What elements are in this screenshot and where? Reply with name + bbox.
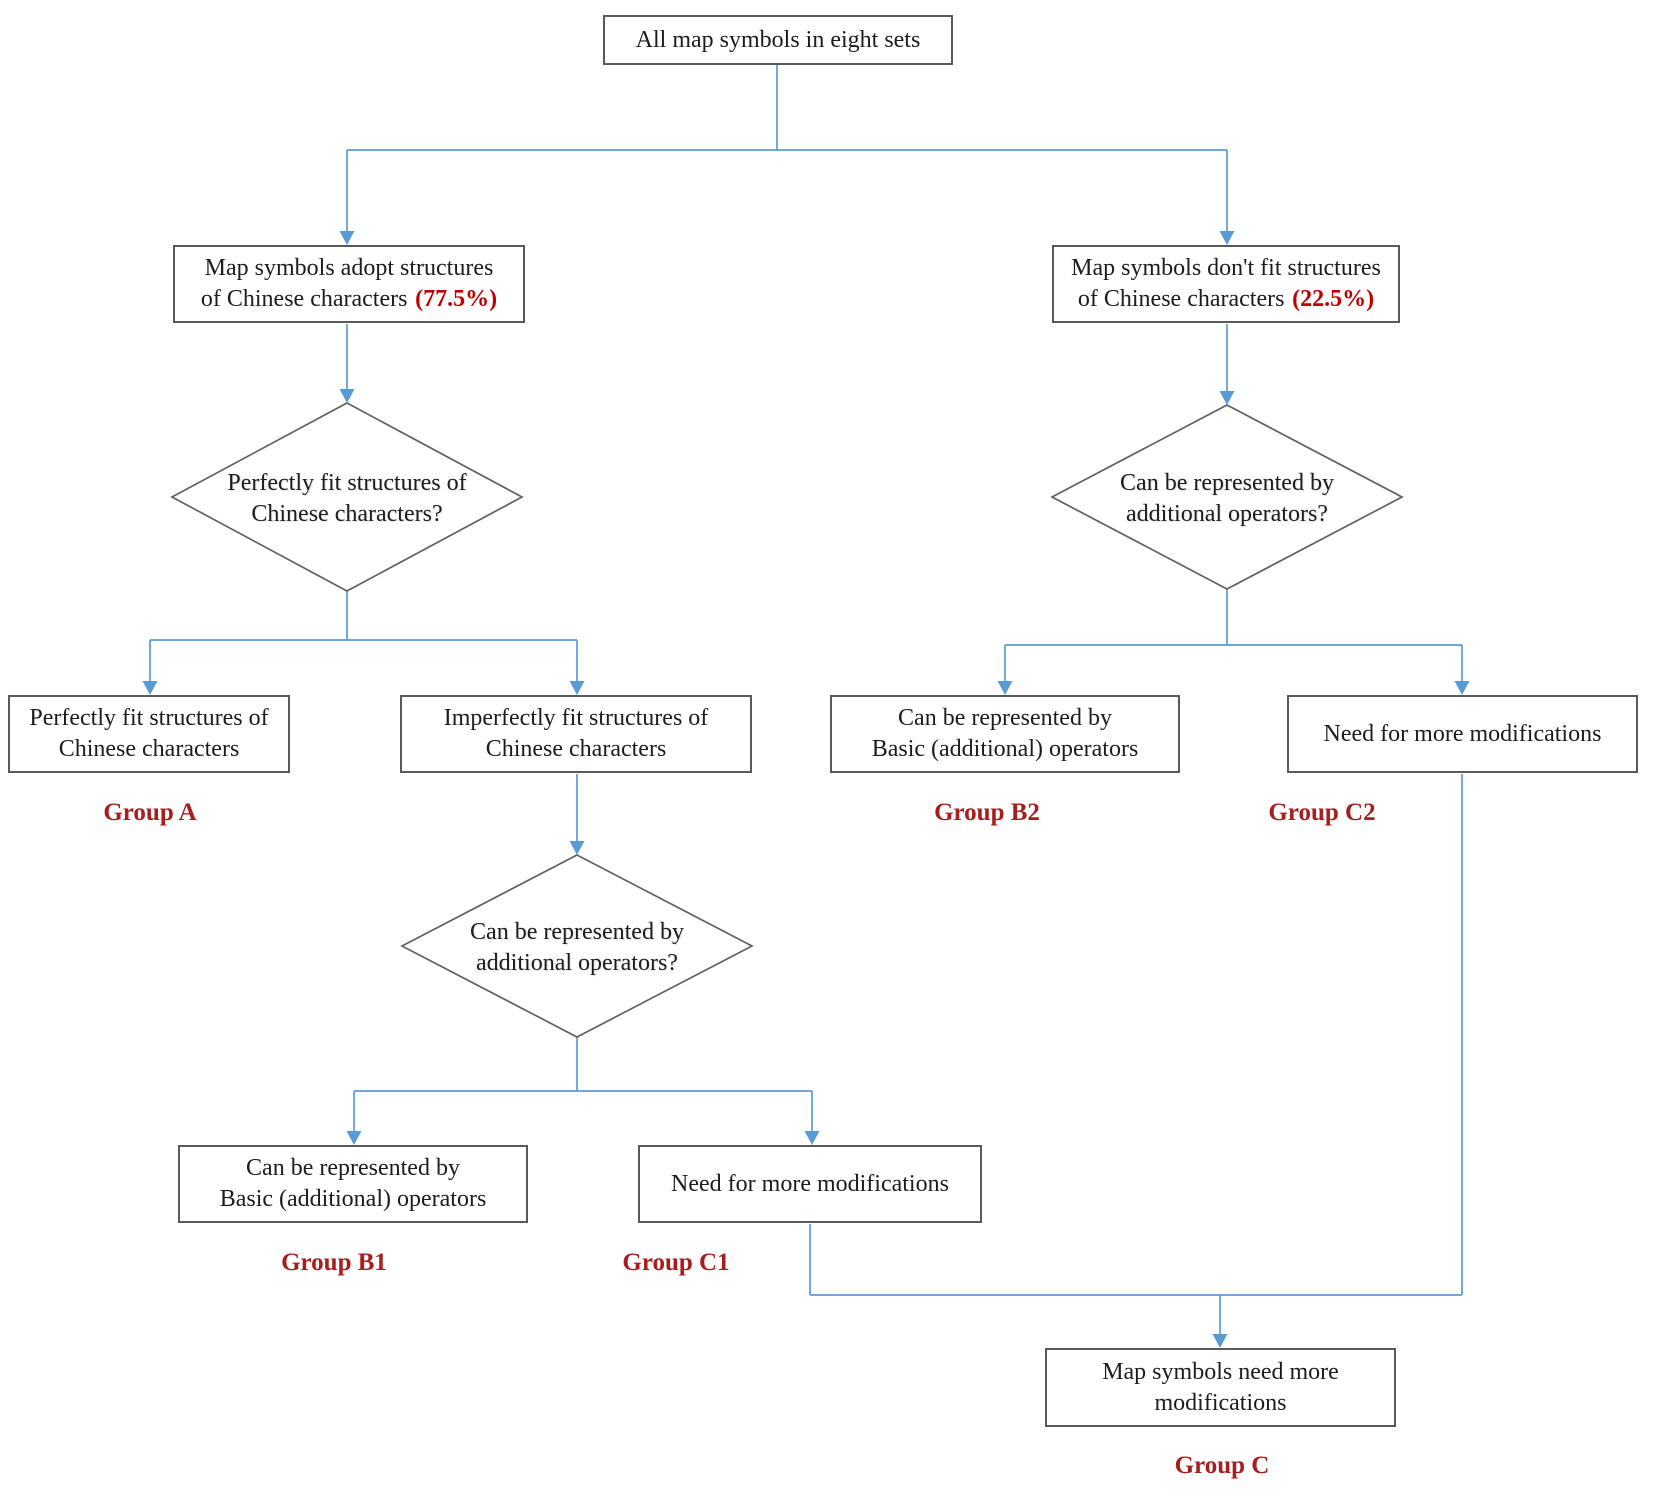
group-b1-label: Group B1 — [281, 1249, 387, 1276]
node-adopt-structures-text: Map symbols adopt structures of Chinese … — [200, 255, 494, 312]
group-c-label: Group C — [1174, 1452, 1270, 1479]
node-root-box: All map symbols in eight sets — [603, 15, 953, 65]
node-basic-operators-b2-label: Can be represented by Basic (additional)… — [871, 705, 1139, 762]
arrow-down-icon — [142, 681, 158, 695]
connector-root-split — [346, 65, 1228, 231]
connector-merge-to-group-c — [809, 774, 1463, 1334]
connector-mid-decision-split — [353, 1037, 813, 1131]
node-dont-fit-text: Map symbols don't fit structures of Chin… — [1071, 255, 1381, 312]
decision-diamond-operators-mid — [400, 854, 754, 1038]
node-basic-operators-b2-box: Can be represented by Basic (additional)… — [830, 695, 1180, 773]
arrow-down-icon — [569, 841, 585, 855]
arrow-down-icon — [1219, 391, 1235, 405]
arrow-down-icon — [569, 681, 585, 695]
decision-operators-mid-label: Can be represented by additional operato… — [470, 919, 684, 976]
node-root-label: All map symbols in eight sets — [635, 26, 921, 53]
node-need-more-modifications-box: Map symbols need more modifications — [1045, 1348, 1396, 1427]
arrow-down-icon — [339, 389, 355, 403]
node-adopt-structures-label: Map symbols adopt structures of Chinese … — [197, 253, 501, 315]
node-more-modifications-c1-box: Need for more modifications — [638, 1145, 982, 1223]
node-perfect-fit-label: Perfectly fit structures of Chinese char… — [29, 705, 269, 762]
connector-right-decision-split — [1004, 589, 1463, 681]
node-imperfect-fit-label: Imperfectly fit structures of Chinese ch… — [443, 705, 709, 762]
node-basic-operators-b1-box: Can be represented by Basic (additional)… — [178, 1145, 528, 1223]
group-c1-label: Group C1 — [622, 1249, 730, 1276]
node-more-modifications-c1-label: Need for more modifications — [671, 1170, 949, 1197]
arrow-down-icon — [1454, 681, 1470, 695]
decision-perfect-fit-label: Perfectly fit structures of Chinese char… — [227, 470, 467, 527]
node-perfect-fit-box: Perfectly fit structures of Chinese char… — [8, 695, 290, 773]
node-adopt-structures-box: Map symbols adopt structures of Chinese … — [173, 245, 525, 323]
group-b2-label: Group B2 — [934, 799, 1040, 826]
node-basic-operators-b1-label: Can be represented by Basic (additional)… — [219, 1155, 487, 1212]
arrow-down-icon — [997, 681, 1013, 695]
arrow-down-icon — [1219, 231, 1235, 245]
arrow-down-icon — [804, 1131, 820, 1145]
decision-operators-right-label: Can be represented by additional operato… — [1120, 470, 1334, 527]
arrow-down-icon — [346, 1131, 362, 1145]
node-dont-fit-percent: (22.5%) — [1292, 286, 1375, 312]
node-adopt-structures-percent: (77.5%) — [415, 286, 498, 312]
node-dont-fit-label: Map symbols don't fit structures of Chin… — [1067, 253, 1385, 315]
decision-diamond-operators-right — [1050, 404, 1404, 590]
node-more-modifications-c2-label: Need for more modifications — [1323, 720, 1602, 747]
node-imperfect-fit-box: Imperfectly fit structures of Chinese ch… — [400, 695, 752, 773]
decision-diamond-perfect-fit — [170, 402, 524, 592]
node-more-modifications-c2-box: Need for more modifications — [1287, 695, 1638, 773]
group-a-label: Group A — [103, 799, 197, 826]
group-c2-label: Group C2 — [1268, 799, 1376, 826]
node-need-more-modifications-label: Map symbols need more modifications — [1102, 1358, 1339, 1416]
arrow-down-icon — [339, 231, 355, 245]
connector-left-decision-split — [149, 591, 578, 681]
arrow-down-icon — [1212, 1334, 1228, 1348]
node-dont-fit-box: Map symbols don't fit structures of Chin… — [1052, 245, 1400, 323]
